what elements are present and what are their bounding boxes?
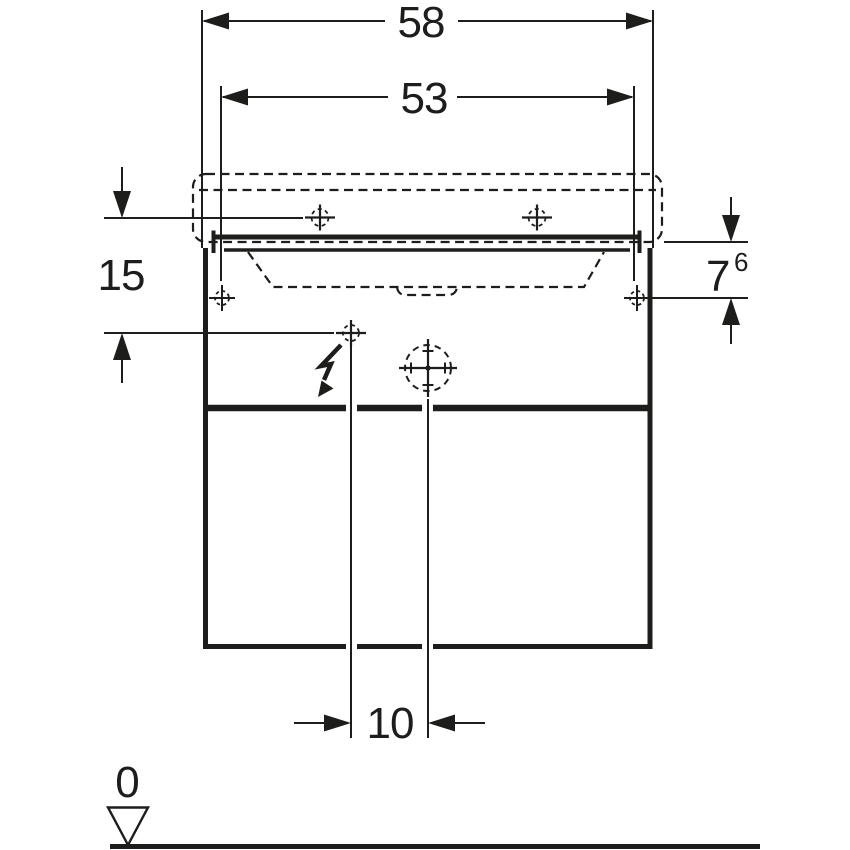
dim-7-label: 7	[706, 252, 729, 301]
electrical-connection	[314, 343, 343, 397]
datum-level: 0	[106, 758, 760, 849]
cabinet-body	[203, 230, 653, 649]
dim-arrow-left	[202, 12, 229, 30]
extension-lines	[201, 10, 654, 738]
electrical-fixing-point	[336, 320, 366, 347]
dim-15-label: 15	[98, 251, 145, 300]
upper-fixing-left	[305, 204, 335, 231]
dim-left-height: 15	[98, 167, 334, 383]
dim-right-height: 7 6	[649, 197, 749, 344]
dim-overall-width: 58	[202, 0, 653, 47]
dim-arrow-up	[722, 298, 740, 325]
dim-arrow-up	[113, 333, 131, 360]
dim-arrow-right	[324, 714, 351, 732]
lightning-arrowhead	[318, 380, 334, 397]
dim-arrow-right	[607, 88, 634, 106]
lower-fixing-left	[209, 285, 235, 311]
water-connection-target	[399, 339, 457, 397]
basin-bowl-outline	[247, 251, 605, 289]
datum-0-label: 0	[115, 758, 138, 807]
dim-outlet-offset: 10	[294, 699, 485, 748]
dim-58-label: 58	[398, 0, 445, 47]
dim-fixing-width: 53	[221, 74, 634, 123]
dim-53-label: 53	[401, 74, 448, 123]
lightning-arrow-icon	[314, 343, 343, 381]
dim-arrow-down	[113, 191, 131, 218]
dim-10-label: 10	[367, 699, 414, 748]
washbasin-rim-outline	[191, 172, 664, 244]
dim-7-superscript: 6	[734, 247, 748, 277]
dim-arrow-down	[722, 215, 740, 242]
basin-drain-recess	[395, 286, 459, 297]
lower-fixing-right	[624, 285, 650, 311]
dim-arrow-right	[626, 12, 653, 30]
dim-arrow-left	[221, 88, 248, 106]
dim-arrow-left	[428, 714, 455, 732]
datum-triangle-icon	[106, 806, 150, 848]
upper-fixing-right	[522, 204, 552, 231]
washbasin-hidden-outline	[191, 172, 664, 297]
